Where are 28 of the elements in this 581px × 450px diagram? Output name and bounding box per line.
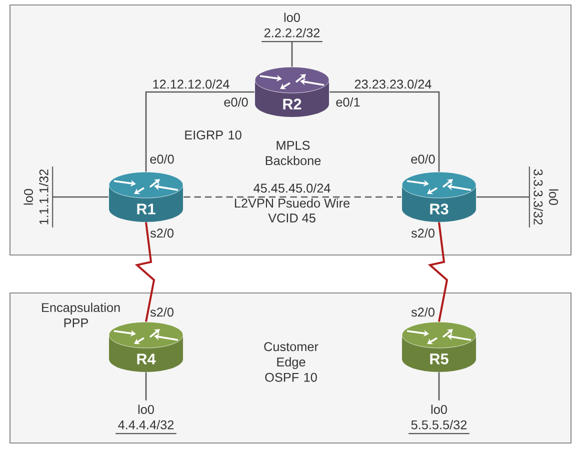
edge-label: 45.45.45.0/24 [252,182,332,194]
edge-label: 12.12.12.0/24 [150,78,232,90]
loopback-link [291,42,293,67]
serial-link [428,222,448,322]
interface-label: e0/0 [224,97,248,107]
loopback-label: lo0 3.3.3.3/32 [528,166,558,228]
loopback-label: lo0 4.4.4.4/32 [116,404,176,434]
loopback-label: lo0 2.2.2.2/32 [262,12,322,42]
edge-label: 23.23.23.0/24 [352,78,434,90]
loopback-link [145,372,147,400]
interface-label: s2/0 [411,228,434,238]
loopback-link [476,196,530,198]
interface-label: e0/0 [411,154,435,164]
network-link [330,91,440,172]
link-label: VCID 45 [268,214,316,222]
interface-label: s2/0 [411,307,434,317]
interface-label: s2/0 [150,228,174,238]
loopback-label: lo0 5.5.5.5/32 [408,404,470,434]
serial-link [134,222,156,322]
interface-label: s2/0 [150,307,174,317]
interface-label: e0/0 [150,154,174,164]
loopback-link [438,372,440,400]
interface-label: e0/1 [336,97,360,107]
loopback-label: lo0 1.1.1.1/32 [24,166,54,228]
link-label: L2VPN Psuedo Wire [234,198,350,208]
loopback-link [52,196,108,198]
network-link [145,91,254,172]
network-link [184,196,402,198]
